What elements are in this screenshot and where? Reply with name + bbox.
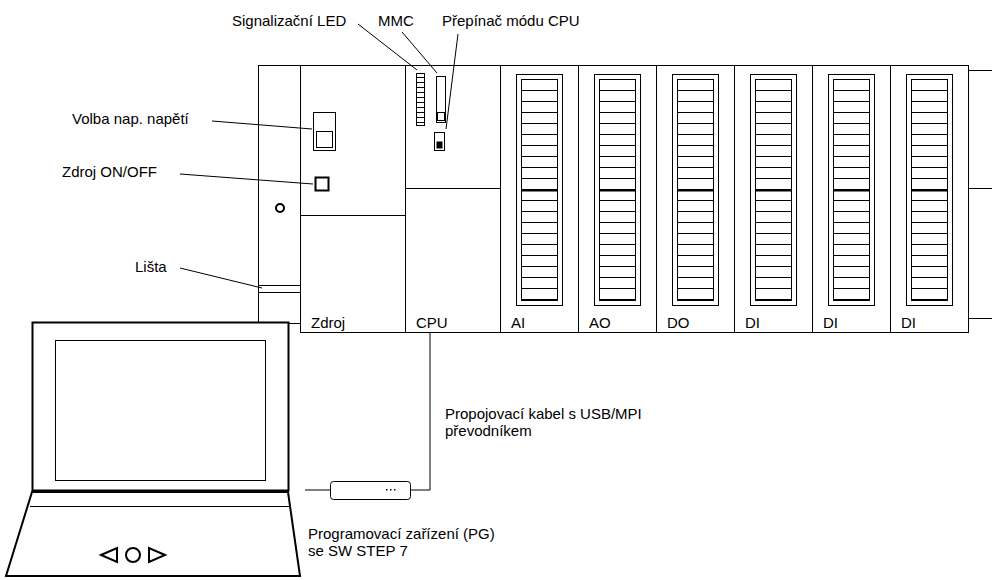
label-anchor: Zdroj ON/OFF: [62, 163, 157, 180]
module-label: DI: [901, 314, 968, 331]
trackpad-right-button: [149, 548, 165, 562]
io-panel: [595, 75, 641, 306]
mmc-card: [438, 113, 445, 121]
edge-label-anchor: Propojovací kabel s USB/MPI převodníkem: [445, 405, 660, 439]
mounting-rail: [258, 66, 992, 324]
cable-connector: [305, 333, 430, 490]
trackpad-left-button: [101, 548, 117, 562]
leader-lines: [180, 24, 458, 288]
plc-module: CPU: [405, 65, 501, 333]
trackpad: [126, 548, 140, 562]
part-label: Volba nap. napětí: [72, 110, 189, 127]
io-panel: [517, 75, 563, 306]
module-label: AI: [511, 314, 578, 331]
cpu-front: [405, 74, 500, 189]
plc-module: DI: [812, 65, 891, 333]
rail-stub: [968, 188, 992, 189]
leader-line: [402, 32, 437, 73]
converter-dot: [394, 489, 396, 491]
io-panel: [907, 75, 953, 306]
leader-line: [180, 268, 262, 288]
laptop-drawing: [0, 320, 305, 578]
io-panel: [751, 75, 797, 306]
laptop-screen: [56, 341, 266, 481]
rail-screw: [276, 204, 284, 212]
led-strip: [417, 74, 425, 126]
part-label: Zdroj ON/OFF: [62, 163, 157, 180]
rail-stub: [968, 318, 992, 319]
device-caption: Programovací zařízení (PG) se SW STEP 7: [308, 525, 508, 559]
plc-module: DI: [890, 65, 969, 333]
cable-label: Propojovací kabel s USB/MPI převodníkem: [445, 405, 660, 439]
module-label: CPU: [416, 314, 500, 331]
part-label: MMC: [378, 12, 414, 29]
io-panel: [673, 75, 719, 306]
rail-line: [258, 285, 300, 286]
part-label: Přepínač módu CPU: [442, 12, 580, 29]
voltage-selector: [314, 113, 336, 151]
leader-line: [180, 174, 313, 184]
plc-module: DO: [656, 65, 735, 333]
caption-anchor: Programovací zařízení (PG) se SW STEP 7: [308, 525, 508, 559]
converter-dot: [390, 489, 392, 491]
module-label: AO: [589, 314, 656, 331]
converter-dot: [386, 489, 388, 491]
power-switch: [316, 178, 329, 191]
mmc-slot: [437, 77, 446, 123]
module-label: Zdroj: [311, 314, 405, 331]
programming-device: Programovací zařízení (PG) se SW STEP 7: [0, 320, 305, 578]
laptop-base: [6, 492, 300, 576]
label-anchor: Lišta: [135, 258, 167, 275]
plc-module: AI: [500, 65, 579, 333]
module-label: DI: [823, 314, 890, 331]
label-anchor: Přepínač módu CPU: [442, 12, 580, 29]
label-anchor: Signalizační LED: [232, 12, 346, 29]
label-anchor: MMC: [378, 12, 414, 29]
voltage-selector-slider: [317, 132, 333, 148]
mode-switch-knob: [437, 142, 443, 149]
laptop-screen-frame: [33, 323, 289, 491]
module-label: DO: [667, 314, 734, 331]
rail-left-end: [259, 66, 301, 324]
leader-line: [446, 34, 458, 129]
panel-divider: [405, 188, 500, 189]
module-label: DI: [745, 314, 812, 331]
rail-line: [258, 292, 300, 293]
laptop-keyboard-edge: [30, 506, 290, 507]
label-anchor: Volba nap. napětí: [72, 110, 189, 127]
panel-divider: [300, 215, 405, 216]
rail-stub: [968, 70, 992, 71]
part-label: Signalizační LED: [232, 12, 346, 29]
leader-line: [358, 24, 417, 70]
plc-module: DI: [734, 65, 813, 333]
power-supply-front: [300, 113, 405, 216]
leader-line: [212, 121, 312, 129]
io-panel: [829, 75, 875, 306]
plc-module: AO: [578, 65, 657, 333]
part-label: Lišta: [135, 258, 167, 275]
mode-switch: [435, 133, 445, 151]
plc-module: Zdroj: [300, 65, 406, 333]
usb-mpi-converter: [331, 482, 411, 500]
